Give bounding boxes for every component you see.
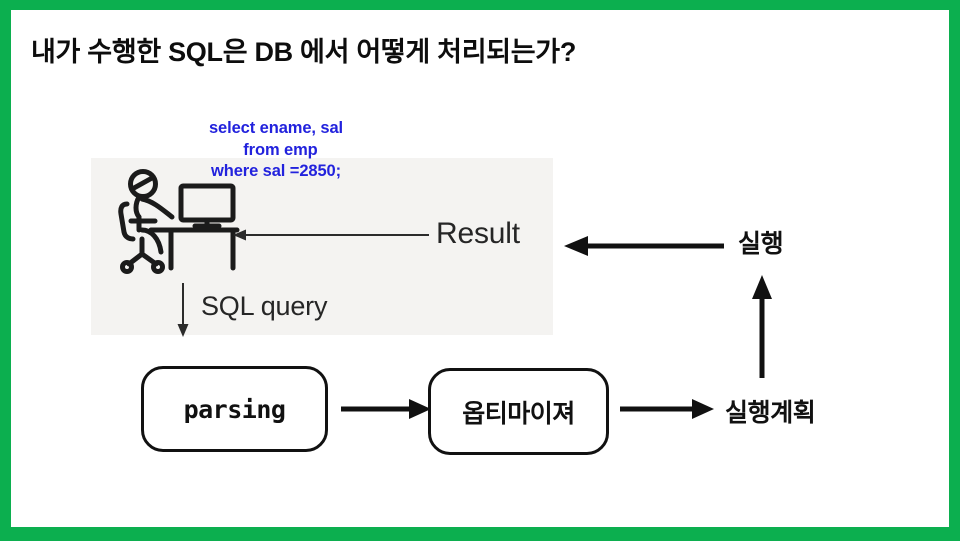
process-box-parsing-label: parsing [183,394,286,424]
sql-query-arrow [177,283,189,337]
result-arrow [233,229,429,241]
process-box-optimizer[interactable]: 옵티마이져 [428,368,609,455]
plan-to-execute-arrow [752,275,772,378]
person-at-desk-icon [118,169,240,274]
execute-label: 실행 [738,230,784,258]
execution-plan-label: 실행계획 [725,399,816,427]
process-box-optimizer-label: 옵티마이져 [462,399,575,428]
sql-code-snippet: select ename, sal from emp where sal =28… [208,119,344,180]
page-title: 내가 수행한 SQL은 DB 에서 어떻게 처리되는가? [31,37,577,67]
illustration-panel: Result SQL query [91,158,553,337]
parsing-to-optimizer-arrow [341,399,431,419]
process-box-parsing[interactable]: parsing [141,366,328,452]
optimizer-to-plan-arrow [620,399,714,419]
result-label: Result [436,217,520,250]
slide-content-area: 내가 수행한 SQL은 DB 에서 어떻게 처리되는가? select enam… [11,10,949,527]
execute-to-result-arrow [564,236,724,256]
sql-query-label: SQL query [201,291,328,321]
